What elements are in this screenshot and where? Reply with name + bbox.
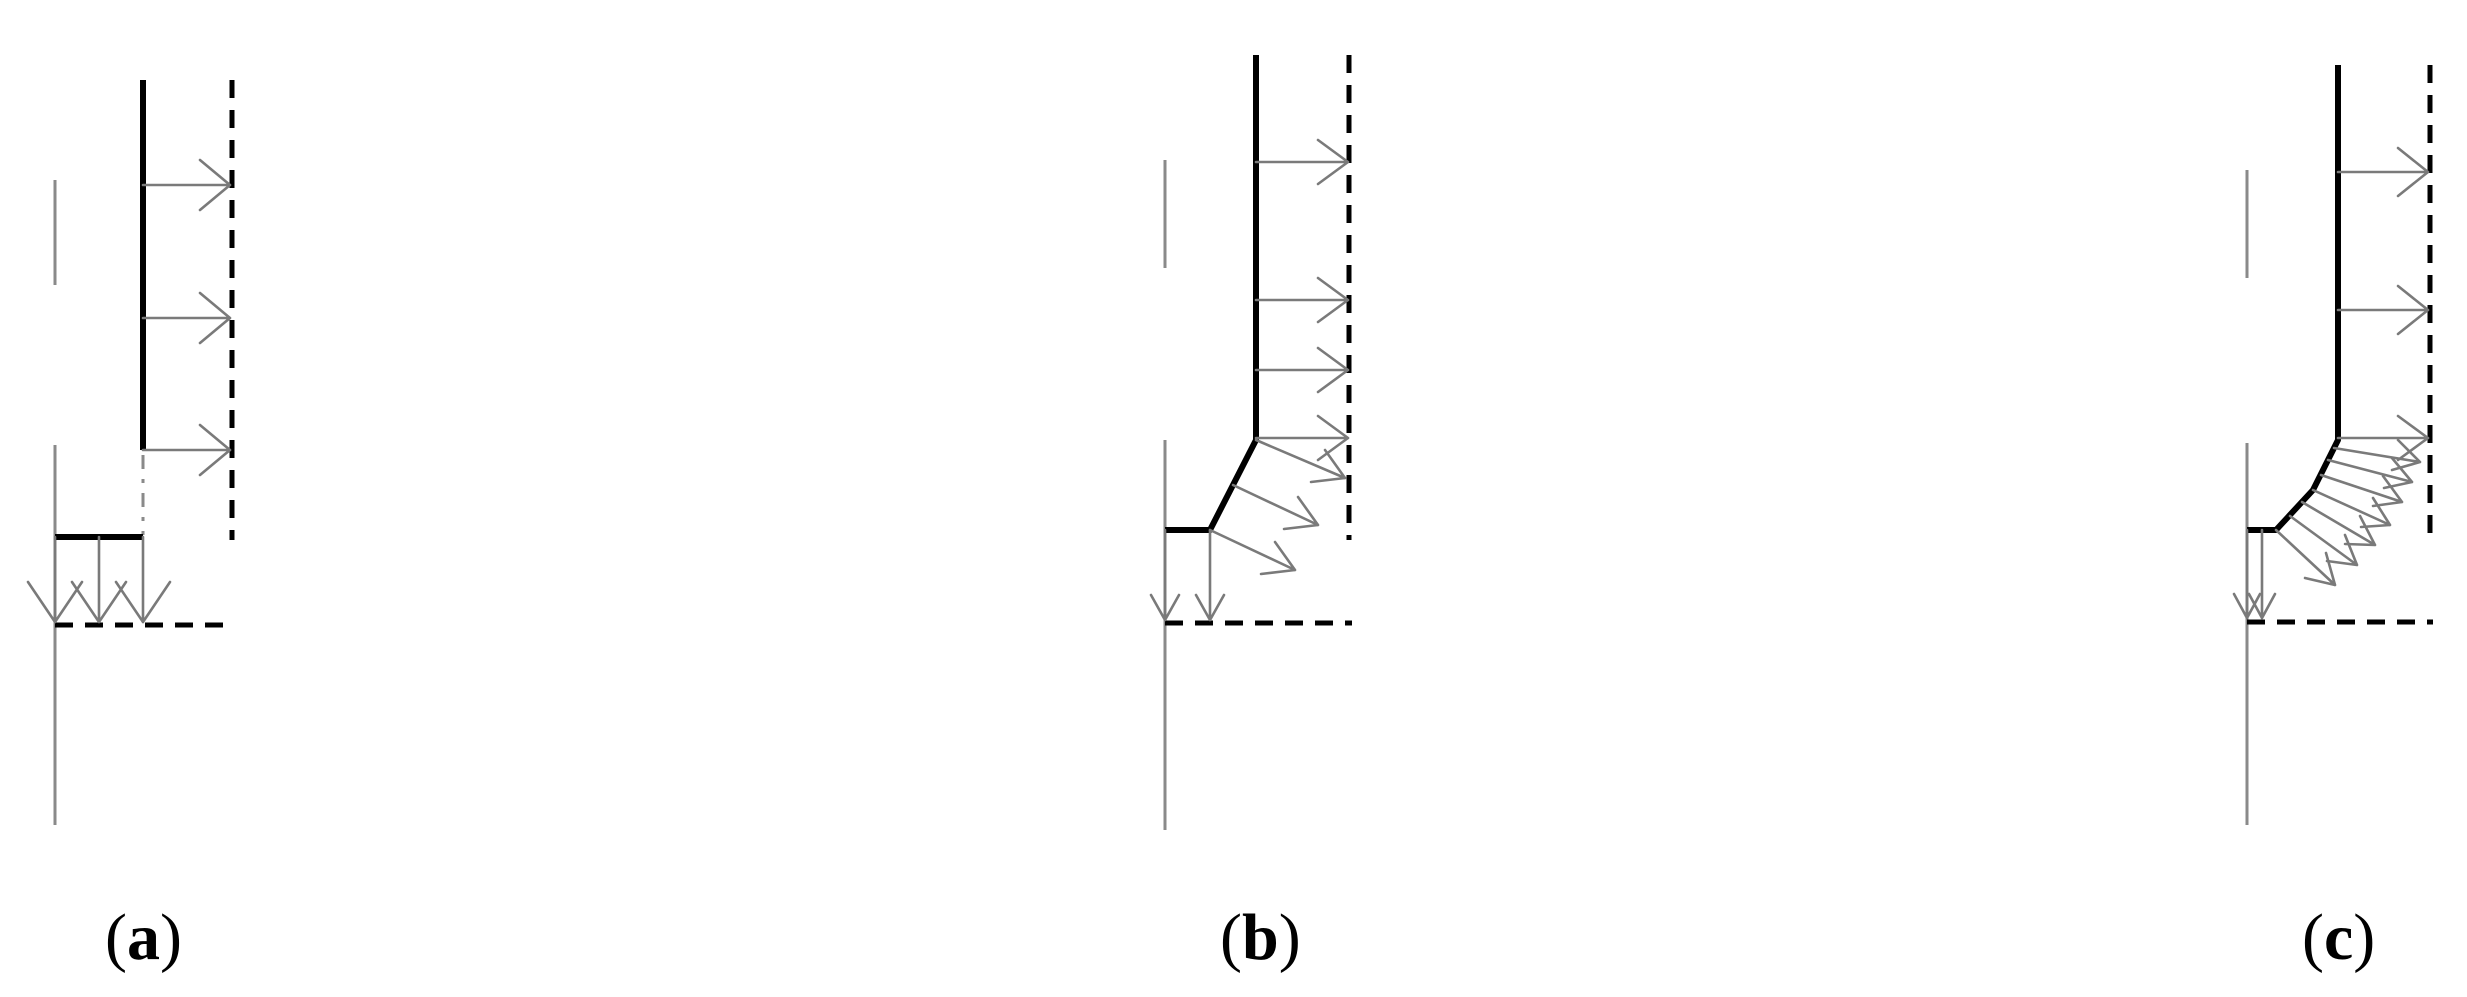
panel-c-wall-line	[2247, 65, 2341, 533]
arrow	[2274, 528, 2337, 587]
arrow	[2336, 146, 2430, 198]
arrow	[141, 158, 232, 212]
panel-a-diagram	[26, 80, 235, 825]
label-paren-close: )	[1278, 901, 1301, 974]
panel-b-inclined-arrows	[1208, 438, 1347, 576]
arrow	[141, 291, 232, 345]
arrow	[2311, 488, 2392, 529]
arrow	[1194, 528, 1226, 622]
arrow	[26, 535, 84, 624]
label-paren-close: )	[159, 901, 182, 974]
panel-b-wall-line	[1165, 55, 1259, 533]
arrow	[141, 423, 232, 477]
arrow	[1254, 346, 1350, 394]
arrow	[1231, 483, 1320, 531]
panel-c-diagram	[2232, 65, 2433, 825]
panel-c-vertical-arrows	[2232, 528, 2277, 620]
panel-c-horizontal-arrows	[2336, 146, 2430, 462]
arrow	[1254, 276, 1350, 324]
label-letter: b	[1241, 901, 1279, 974]
panel-label-a: (a)	[105, 898, 182, 978]
arrow	[1254, 414, 1350, 462]
arrow	[2300, 500, 2377, 547]
arrow	[2326, 456, 2414, 490]
arrow	[2232, 528, 2262, 620]
arrow	[2336, 284, 2430, 336]
label-paren-open: (	[1220, 901, 1242, 974]
arrow	[70, 535, 128, 624]
panel-label-c: (c)	[2302, 898, 2375, 978]
arrow	[1254, 438, 1347, 484]
label-paren-close: )	[2353, 901, 2376, 974]
panel-b-diagram	[1149, 55, 1352, 830]
label-paren-open: (	[105, 901, 127, 974]
arrow	[2319, 473, 2404, 508]
arrow	[2336, 414, 2430, 462]
arrow	[1254, 138, 1350, 186]
arrow	[2288, 514, 2359, 567]
panel-a-horizontal-arrows	[141, 158, 232, 477]
label-letter: a	[126, 901, 160, 974]
panel-a-vertical-arrows	[26, 535, 172, 624]
panel-c-inclined-arrows	[2274, 438, 2422, 587]
panel-b-horizontal-arrows	[1254, 138, 1350, 462]
arrow	[1208, 528, 1297, 576]
label-paren-open: (	[2302, 901, 2324, 974]
label-letter: c	[2323, 901, 2354, 974]
arrow	[114, 535, 172, 624]
arrow	[1149, 528, 1181, 622]
arrow	[2247, 528, 2277, 620]
panel-b-vertical-arrows	[1149, 528, 1226, 622]
panel-label-b: (b)	[1220, 898, 1301, 978]
